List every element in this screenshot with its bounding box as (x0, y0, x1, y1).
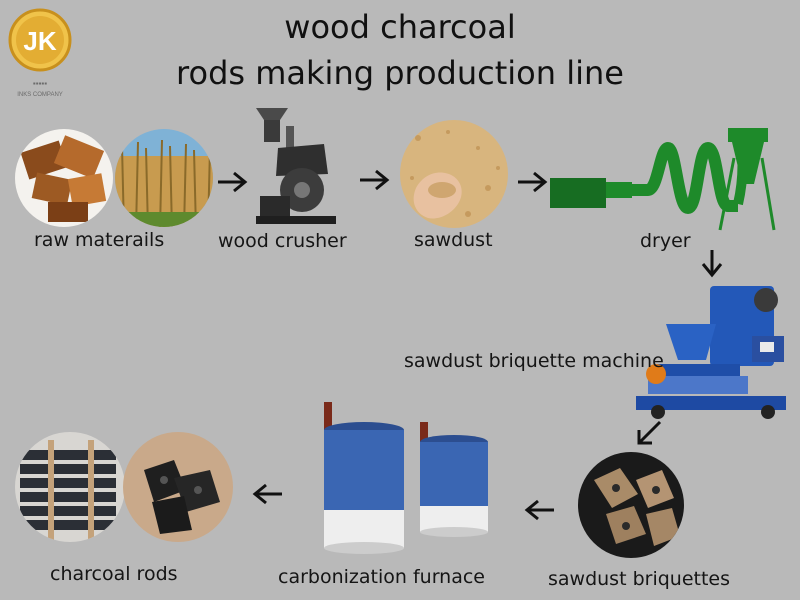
step-label-wood-crusher: wood crusher (218, 230, 347, 252)
page-title-line-1: wood charcoal (284, 8, 516, 46)
step-label-briquette-machine: sawdust briquette machine (404, 350, 664, 372)
svg-text:▪▪▪▪▪: ▪▪▪▪▪ (33, 79, 47, 88)
logo-subtitle: INKS COMPANY (17, 92, 63, 98)
arrow-right-icon (360, 169, 390, 191)
raw-materials-image (14, 126, 214, 230)
arrow-left-icon (524, 499, 554, 521)
step-label-dryer: dryer (640, 230, 691, 252)
arrow-right-icon (218, 171, 248, 193)
briquette-machine-image (636, 286, 786, 419)
logo-monogram: JK (23, 26, 56, 56)
step-label-carbonization-furnace: carbonization furnace (278, 566, 485, 588)
arrow-left-icon (252, 483, 282, 505)
step-label-sawdust: sawdust (414, 229, 493, 251)
arrow-down-icon (701, 250, 723, 278)
arrow-down-left-icon (637, 420, 662, 445)
wood-crusher-image (256, 108, 336, 224)
charcoal-rods-image (15, 432, 233, 542)
page-title-line-2: rods making production line (176, 54, 624, 92)
dryer-image (550, 128, 776, 231)
carbonization-furnace-image (324, 402, 488, 554)
step-label-charcoal-rods: charcoal rods (50, 563, 178, 585)
company-logo: JK ▪▪▪▪▪ INKS COMPANY (8, 8, 72, 98)
step-label-sawdust-briquettes: sawdust briquettes (548, 568, 731, 590)
sawdust-briquettes-image (578, 452, 684, 558)
sawdust-image (400, 120, 508, 228)
step-label-raw-materials: raw materails (34, 229, 165, 251)
arrow-right-icon (518, 171, 548, 193)
